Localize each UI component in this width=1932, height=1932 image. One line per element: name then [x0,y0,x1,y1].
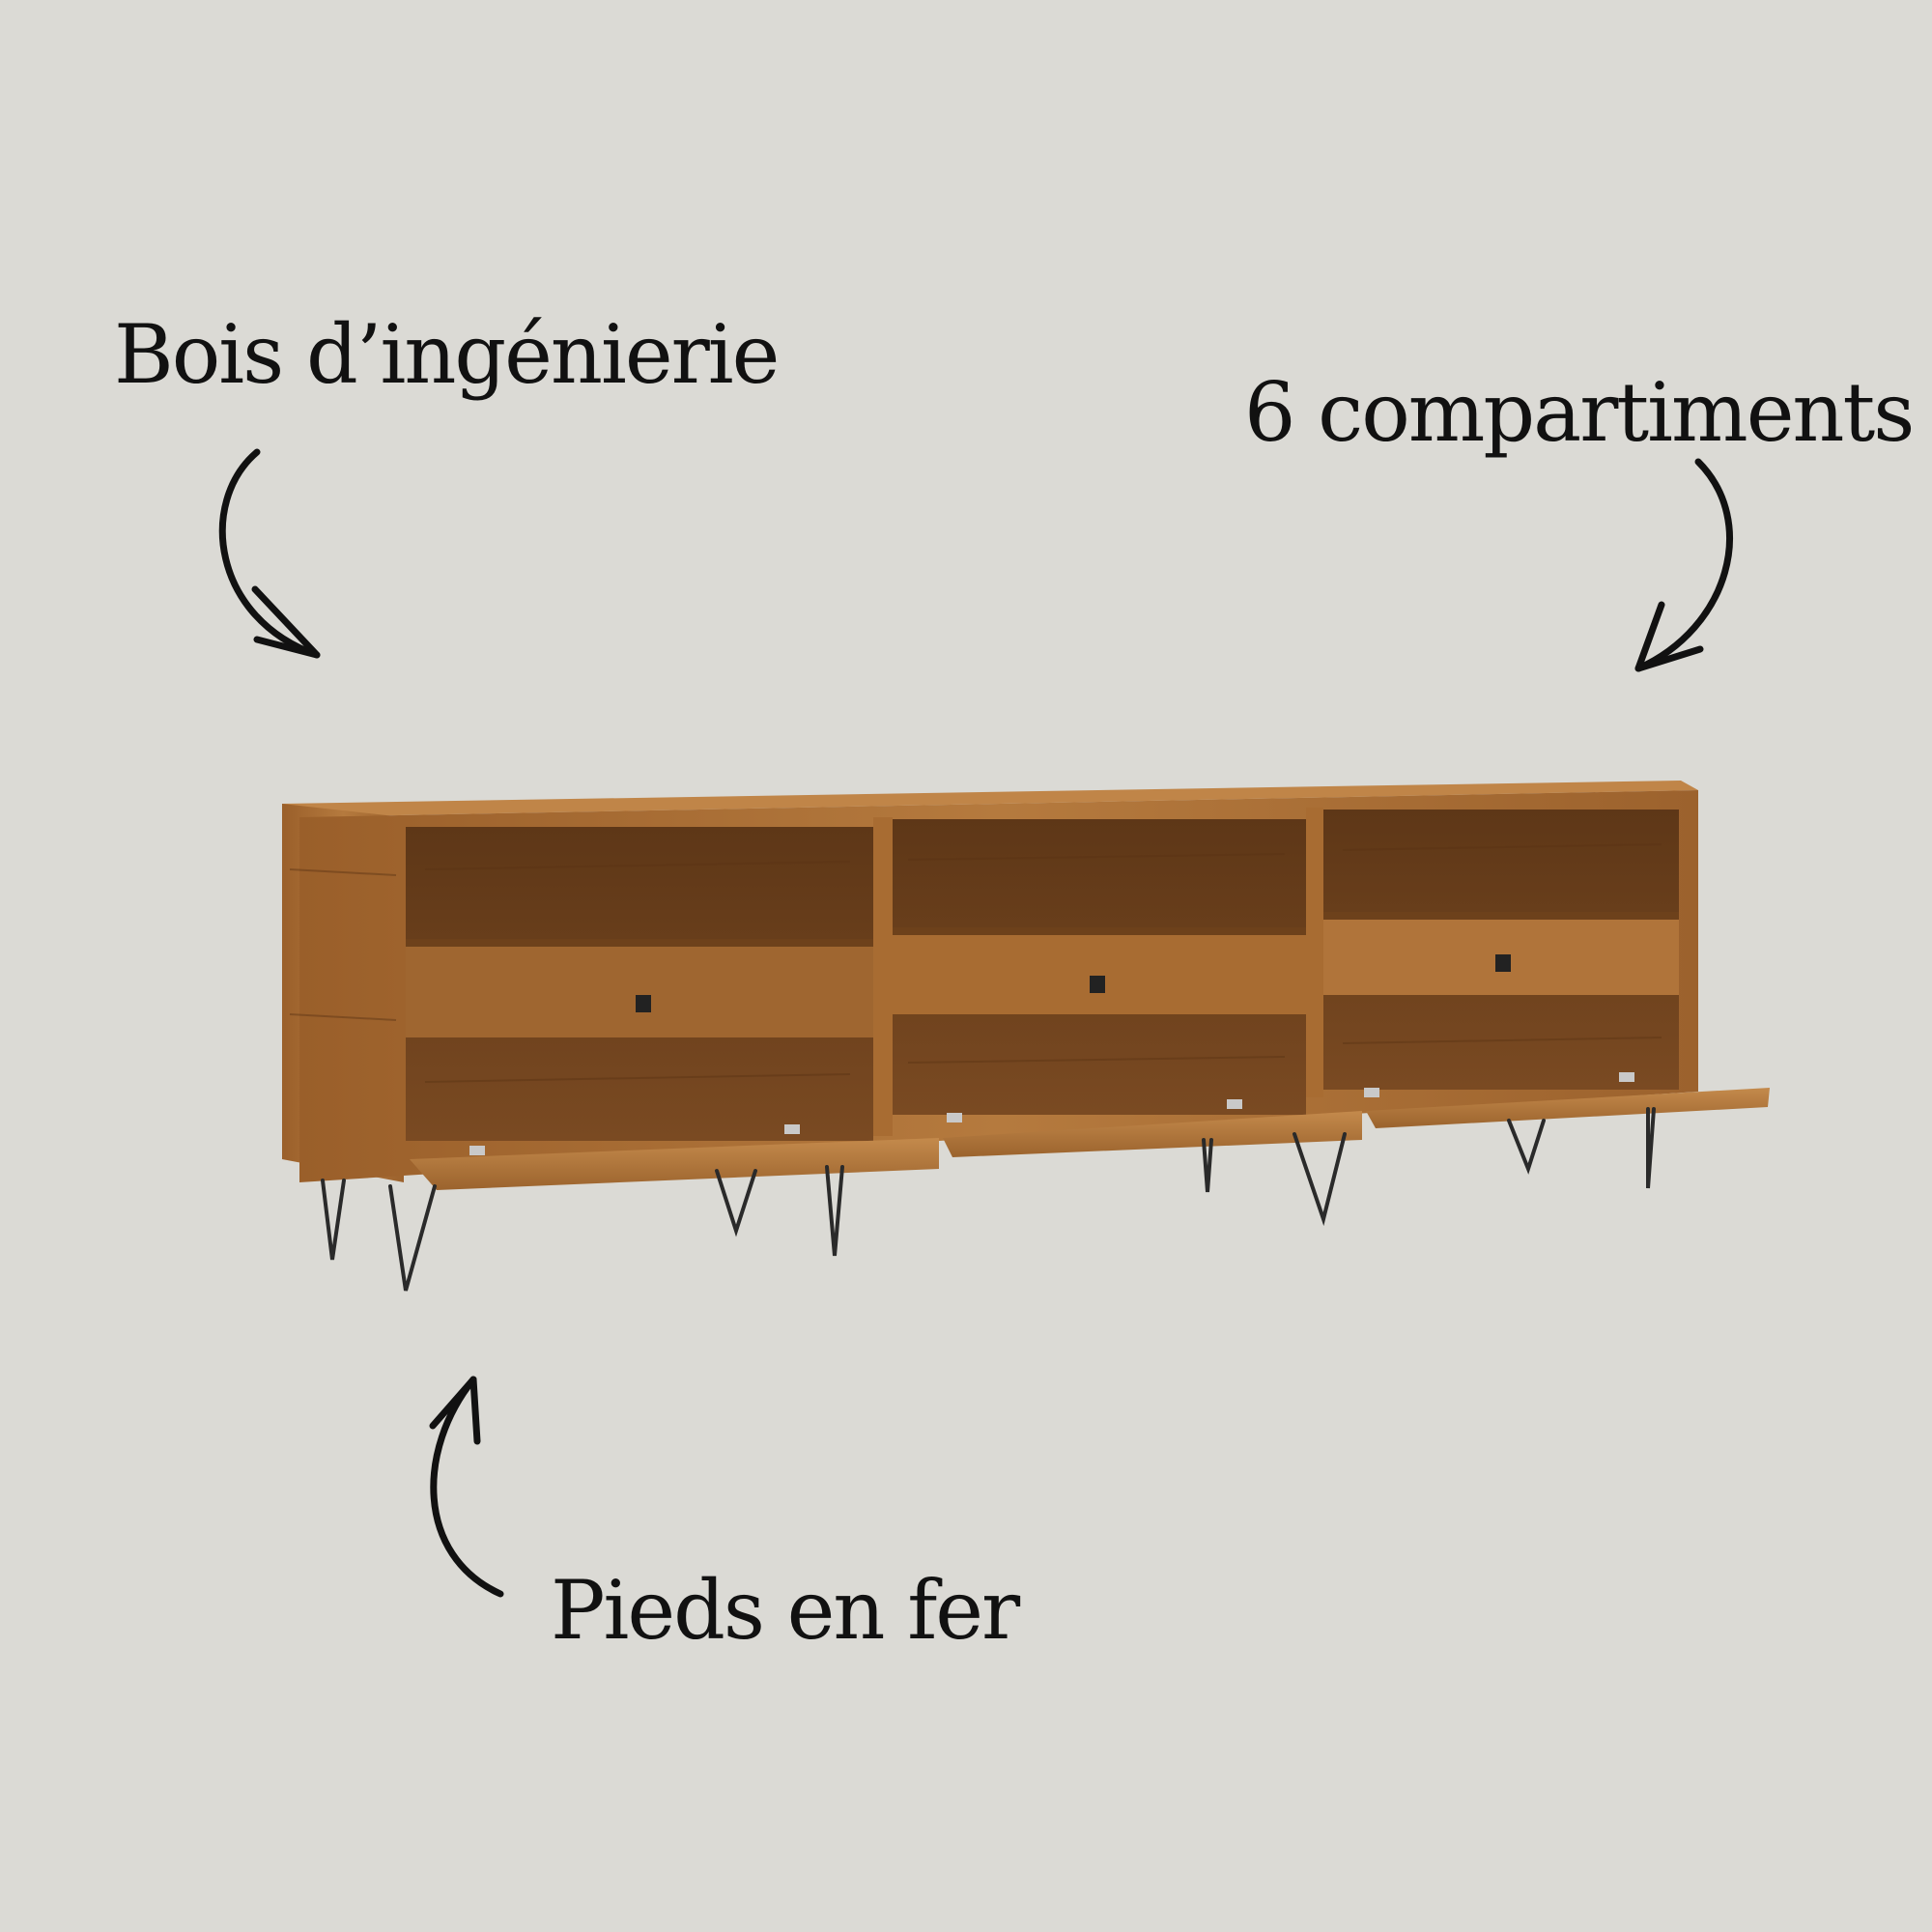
drawer-handle [1090,976,1105,993]
curved-arrow-down-right-icon [218,448,321,659]
annotation-wood-label: Bois d’ingénierie [114,307,780,402]
annotation-legs-label: Pieds en fer [551,1563,1020,1658]
open-flap [1366,1088,1770,1128]
drawer-handle [1495,954,1511,972]
curved-arrow-up-icon [429,1376,504,1598]
curved-arrow-down-left-icon [1634,458,1733,672]
annotation-compartments-label: 6 compartiments [1244,365,1915,460]
iron-legs [321,1107,1656,1292]
open-flap [410,1138,939,1190]
shelf-compartment [406,918,1679,1037]
tv-cabinet [282,781,1770,1190]
open-flap [943,1111,1362,1157]
drawer-handle [636,995,651,1012]
